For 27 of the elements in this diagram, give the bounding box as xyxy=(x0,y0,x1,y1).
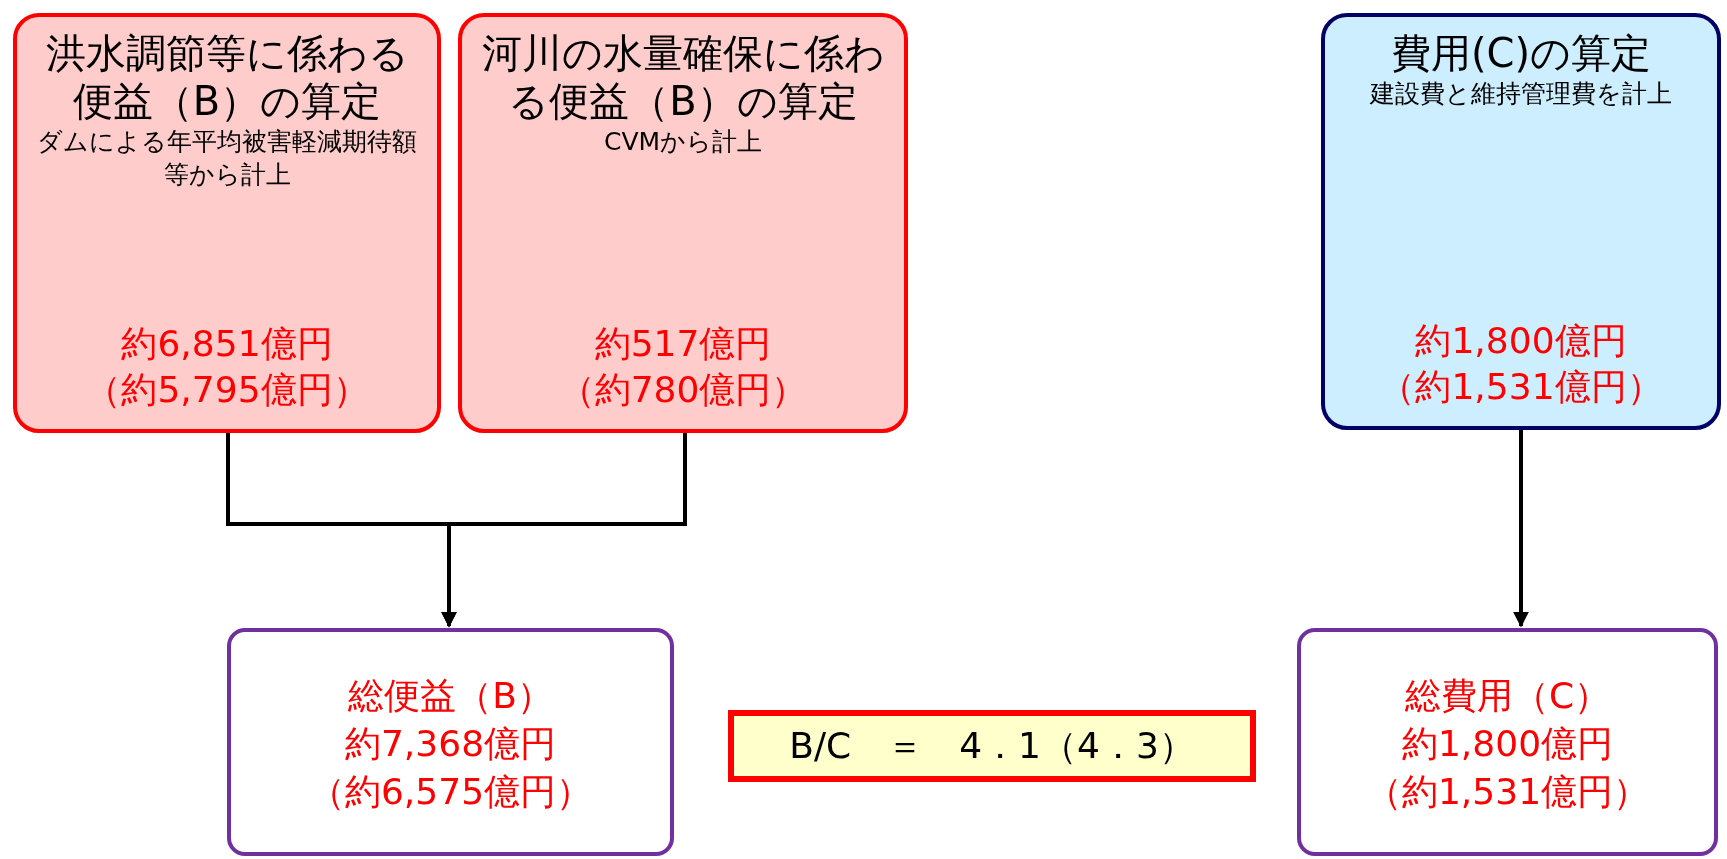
box-text: 約517億円 xyxy=(593,322,773,366)
box-heading: 費用(C)の算定 xyxy=(1389,29,1653,77)
benefit-box xyxy=(13,13,441,433)
box-text: 約6,851億円 xyxy=(120,322,334,366)
box-text: 約1,800億円 xyxy=(1414,319,1628,363)
box-heading: 総便益（B） xyxy=(347,674,554,718)
box-text: 約1,800億円 xyxy=(1400,722,1615,766)
box-heading: 洪水調節等に係わる便益（B）の算定 xyxy=(44,29,410,125)
box-text: （約780億円） xyxy=(557,368,809,412)
benefit-box xyxy=(458,13,908,433)
box-text: （約1,531億円） xyxy=(1378,365,1664,409)
box-heading: 総費用（C） xyxy=(1403,674,1612,718)
box-text: 約7,368億円 xyxy=(343,722,558,766)
cost-box xyxy=(1321,13,1721,430)
box-heading: B/C ＝ 4．1（4．3） xyxy=(789,724,1195,768)
box-text: CVMから計上 xyxy=(602,126,764,158)
connector-arrow xyxy=(1513,430,1529,628)
box-text: （約1,531億円） xyxy=(1364,770,1651,814)
ratio-box xyxy=(728,710,1256,782)
box-text: 建設費と維持管理費を計上 xyxy=(1369,78,1673,110)
connector-arrow xyxy=(441,433,687,628)
box-text: （約5,795億円） xyxy=(84,368,370,412)
total-benefit-box xyxy=(227,628,674,856)
box-heading: 河川の水量確保に係わる便益（B）の算定 xyxy=(480,29,886,125)
box-text: ダムによる年平均被害軽減期待額等から計上 xyxy=(36,126,418,191)
total-cost-box xyxy=(1297,628,1718,856)
box-text: （約6,575億円） xyxy=(307,770,594,814)
